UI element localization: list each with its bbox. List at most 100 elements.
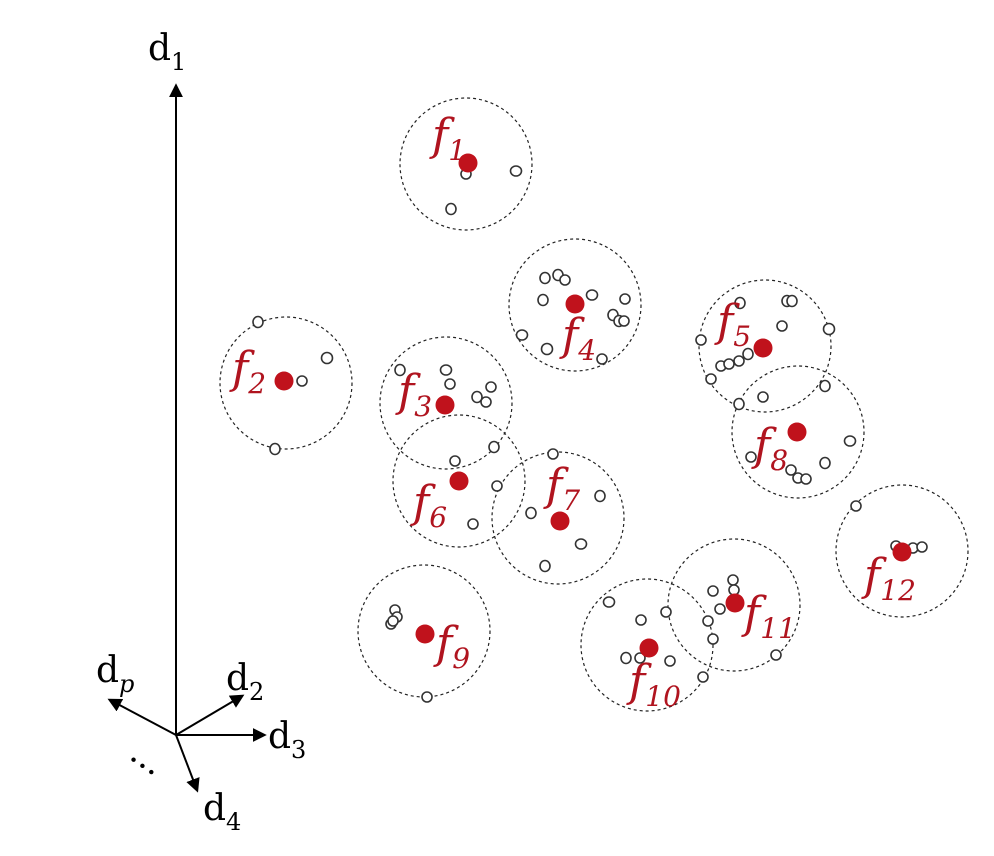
data-point	[540, 342, 554, 356]
data-point	[707, 585, 719, 597]
data-point	[559, 274, 571, 286]
data-point	[618, 315, 630, 327]
cluster-center-f9	[415, 624, 435, 644]
data-point	[786, 294, 798, 308]
data-point	[252, 315, 264, 329]
data-point	[602, 596, 616, 608]
cluster-label-f1: f1	[429, 110, 466, 167]
cluster-center-f4	[565, 294, 585, 314]
cluster-circle-f2	[219, 316, 353, 450]
data-point	[537, 293, 549, 307]
data-point	[320, 351, 334, 365]
data-point	[734, 296, 746, 310]
axis-d3-label: d3	[268, 716, 306, 764]
cluster-label-f2: f2	[229, 343, 266, 400]
data-point	[733, 397, 745, 411]
data-point	[596, 353, 608, 365]
data-point	[515, 329, 529, 341]
data-point	[485, 381, 497, 393]
data-point	[480, 396, 492, 408]
data-point	[619, 293, 631, 305]
cluster-center-f3	[435, 395, 455, 415]
cluster-center-f10	[639, 638, 659, 658]
cluster-center-f5	[753, 338, 773, 358]
cluster-circle-f3	[379, 336, 513, 470]
data-point	[785, 464, 797, 476]
cluster-circle-f5	[698, 279, 832, 413]
data-point	[491, 480, 503, 492]
cluster-circles	[219, 97, 969, 712]
data-points	[252, 165, 928, 703]
cluster-circle-f4	[508, 238, 642, 372]
data-point	[822, 322, 836, 336]
cluster-center-f7	[550, 511, 570, 531]
cluster-center-f12	[892, 542, 912, 562]
data-point	[727, 574, 739, 586]
data-point	[547, 448, 559, 460]
data-point	[439, 364, 453, 376]
data-point	[723, 358, 735, 370]
axis-d4-label: d4	[203, 788, 241, 836]
data-point	[770, 649, 782, 661]
data-point	[444, 378, 456, 390]
cluster-center-f8	[787, 422, 807, 442]
data-point	[269, 442, 281, 456]
data-point	[745, 451, 757, 463]
data-point	[714, 603, 726, 615]
axis-ellipsis: ...	[123, 733, 173, 784]
cluster-labels: f1 f2 f3 f4 f5 f6 f7 f8 f9 f10 f11 f12	[229, 110, 916, 713]
cluster-circle-f11	[667, 538, 801, 672]
data-point	[449, 455, 461, 467]
axis-d2-arrow	[175, 694, 245, 736]
data-point	[819, 456, 831, 470]
axis-dp-label: dp	[96, 650, 134, 698]
data-point	[387, 615, 399, 627]
data-point	[697, 671, 709, 683]
cluster-center-f2	[274, 371, 294, 391]
axis-d2-label: d2	[226, 658, 264, 706]
data-point	[585, 289, 599, 301]
data-point	[664, 655, 676, 667]
cluster-label-f9: f9	[433, 618, 470, 675]
axes: d1 d2 d3 d4 dp ...	[96, 28, 306, 836]
cluster-centers	[274, 153, 912, 658]
data-point	[800, 473, 812, 485]
data-point	[850, 500, 862, 512]
data-point	[742, 347, 754, 361]
cluster-label-f3: f3	[395, 366, 432, 423]
data-point	[695, 334, 707, 346]
data-point	[776, 320, 788, 332]
axis-d4-arrow	[175, 734, 200, 793]
data-point	[634, 652, 646, 664]
axis-d1-label: d1	[148, 28, 186, 76]
data-point	[819, 379, 831, 393]
data-point	[539, 559, 551, 573]
cluster-circle-f6	[392, 414, 526, 548]
cluster-circle-f12	[835, 484, 969, 618]
data-point	[394, 363, 406, 377]
data-point	[594, 489, 606, 503]
data-point	[620, 651, 632, 665]
data-point	[488, 440, 500, 454]
cluster-label-f6: f6	[410, 477, 447, 534]
data-point	[445, 202, 457, 216]
data-point	[525, 506, 537, 520]
data-point	[707, 633, 719, 645]
cluster-label-f7: f7	[543, 460, 580, 517]
cluster-center-f11	[725, 593, 745, 613]
cluster-circle-f7	[491, 451, 625, 585]
data-point	[635, 614, 647, 626]
data-point	[574, 538, 588, 550]
data-point	[660, 606, 672, 618]
cluster-circle-f1	[399, 97, 533, 231]
cluster-label-f10: f10	[626, 656, 681, 713]
data-point	[702, 615, 714, 627]
data-point	[296, 375, 308, 387]
axis-dp-arrow	[107, 698, 177, 736]
cluster-circle-f8	[731, 365, 865, 499]
data-point	[467, 518, 479, 530]
data-point	[916, 541, 928, 553]
data-point	[539, 271, 551, 285]
